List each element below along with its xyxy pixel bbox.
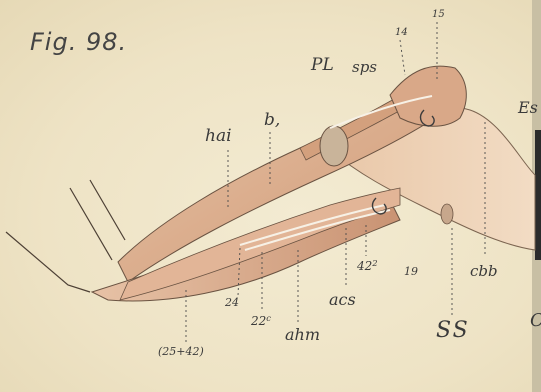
label-19: 19: [404, 266, 418, 277]
ss-knob: [441, 204, 453, 224]
label-es: Es: [518, 100, 538, 116]
label-42-sup: 2: [372, 258, 377, 268]
label-b1: b,: [264, 112, 280, 129]
label-24: 24: [225, 297, 239, 308]
label-42: 422: [357, 260, 378, 272]
dark-edge-strip: [535, 130, 541, 260]
label-25-42: (25+42): [158, 346, 204, 357]
label-22: 22c: [251, 315, 271, 327]
label-pl: PL: [311, 57, 334, 74]
outer-tendons: [6, 180, 125, 292]
label-acs: acs: [329, 292, 356, 308]
label-22-sup: c: [266, 313, 271, 323]
label-14: 14: [395, 28, 408, 38]
figure-title: Fig. 98.: [30, 30, 127, 54]
label-15: 15: [432, 10, 445, 20]
label-22-main: 22: [251, 314, 266, 328]
label-ahm: ahm: [285, 327, 320, 343]
pl-knob: [320, 126, 348, 166]
label-42-main: 42: [357, 259, 372, 273]
label-sps: sps: [352, 60, 377, 75]
label-ss: SS: [436, 320, 470, 342]
label-cbb: cbb: [470, 264, 498, 279]
label-hai: hai: [205, 128, 232, 145]
label-c: C: [530, 312, 541, 330]
